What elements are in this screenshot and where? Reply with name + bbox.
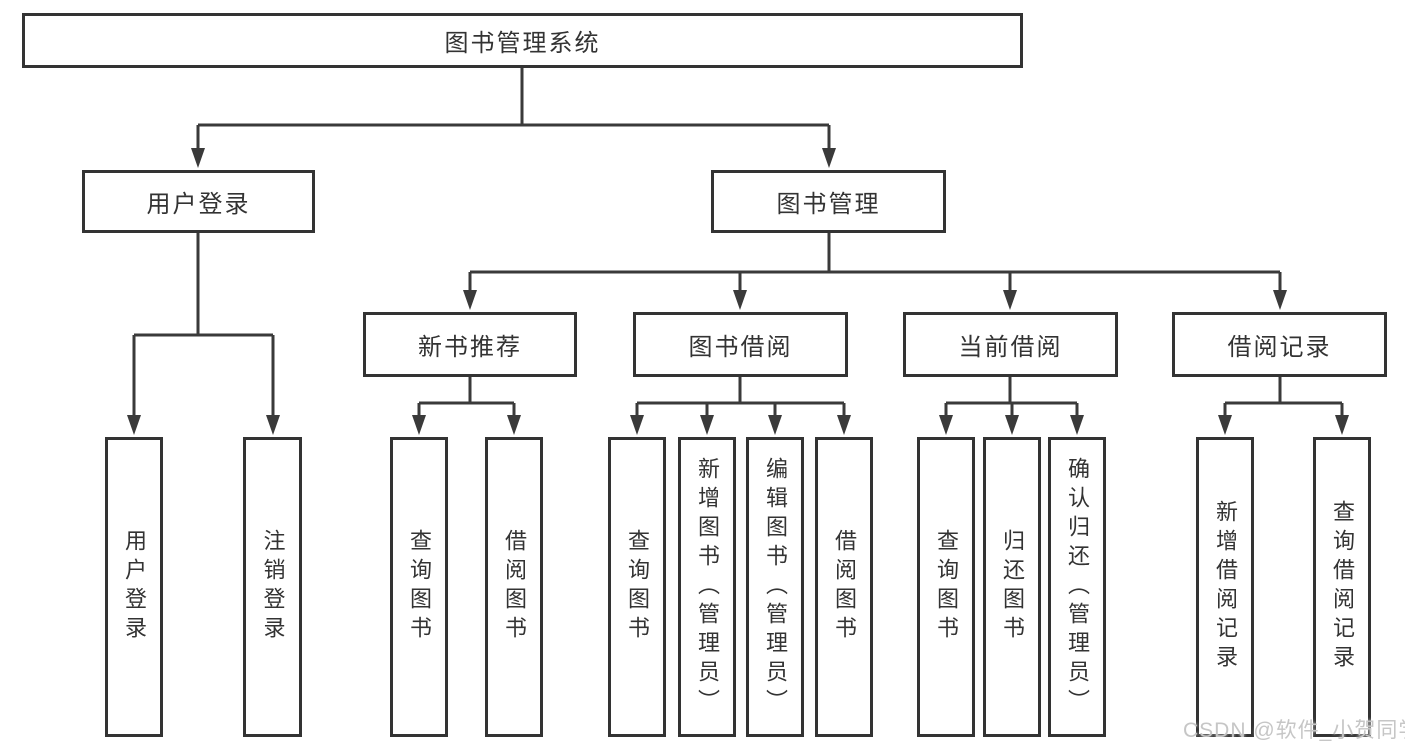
arrowhead-icon: [266, 415, 280, 435]
node-rec-query-books-label: 查询图书: [407, 529, 432, 645]
node-br-query-record: 查询借阅记录: [1313, 437, 1371, 737]
arrowhead-icon: [1273, 290, 1287, 310]
arrowhead-icon: [822, 148, 836, 168]
arrowhead-icon: [700, 415, 714, 435]
node-bb-query-books-label: 查询图书: [625, 529, 650, 645]
arrowhead-icon: [733, 290, 747, 310]
node-bb-query-books: 查询图书: [608, 437, 666, 737]
node-bb-edit-books: 编辑图书（管理员）: [746, 437, 804, 737]
node-cb-return-books-label: 归还图书: [1000, 529, 1025, 645]
arrowhead-icon: [1005, 415, 1019, 435]
arrowhead-icon: [1218, 415, 1232, 435]
node-user-login: 用户登录: [82, 170, 315, 233]
node-borrowing-records-label: 借阅记录: [1227, 334, 1332, 361]
node-bb-add-books: 新增图书（管理员）: [678, 437, 736, 737]
node-book-borrowing: 图书借阅: [633, 312, 848, 377]
connector-user-login: [132, 233, 275, 417]
node-bb-add-books-label: 新增图书（管理员）: [695, 456, 720, 718]
arrowhead-icon: [939, 415, 953, 435]
node-book-borrowing-label: 图书借阅: [688, 334, 793, 361]
node-borrowing-records: 借阅记录: [1172, 312, 1387, 377]
node-cb-confirm-return-label: 确认归还（管理员）: [1065, 456, 1090, 718]
node-cb-query-books: 查询图书: [917, 437, 975, 737]
node-rec-borrow-books: 借阅图书: [485, 437, 543, 737]
node-br-add-record: 新增借阅记录: [1196, 437, 1254, 737]
node-cb-confirm-return: 确认归还（管理员）: [1048, 437, 1106, 737]
arrowhead-icon: [507, 415, 521, 435]
node-root-label: 图书管理系统: [444, 30, 601, 57]
arrowhead-icon: [463, 290, 477, 310]
node-logout-action-label: 注销登录: [260, 529, 286, 645]
csdn-watermark: CSDN @软件_小贺同学: [1183, 719, 1405, 742]
connector-book-management: [468, 233, 1282, 292]
arrowhead-icon: [1003, 290, 1017, 310]
node-cb-return-books: 归还图书: [983, 437, 1041, 737]
arrowhead-icon: [127, 415, 141, 435]
node-user-login-action-label: 用户登录: [122, 529, 147, 645]
node-logout-action: 注销登录: [243, 437, 302, 737]
node-user-login-label: 用户登录: [146, 191, 251, 218]
node-bb-borrow-books-label: 借阅图书: [832, 529, 857, 645]
node-bb-edit-books-label: 编辑图书（管理员）: [763, 456, 788, 718]
connector-borrowing-records: [1223, 377, 1344, 417]
arrowhead-icon: [191, 148, 205, 168]
arrowheads: [127, 148, 1349, 435]
node-root: 图书管理系统: [22, 13, 1023, 68]
arrowhead-icon: [412, 415, 426, 435]
arrowhead-icon: [837, 415, 851, 435]
node-new-book-rec-label: 新书推荐: [418, 334, 522, 361]
node-cb-query-books-label: 查询图书: [934, 529, 959, 645]
node-bb-borrow-books: 借阅图书: [815, 437, 873, 737]
connector-book-borrowing: [635, 377, 846, 417]
node-rec-query-books: 查询图书: [390, 437, 448, 737]
arrowhead-icon: [768, 415, 782, 435]
node-br-query-record-label: 查询借阅记录: [1330, 500, 1355, 674]
arrowhead-icon: [1335, 415, 1349, 435]
arrowhead-icon: [1070, 415, 1084, 435]
node-current-borrowing: 当前借阅: [903, 312, 1118, 377]
arrowhead-icon: [630, 415, 644, 435]
node-current-borrowing-label: 当前借阅: [958, 334, 1063, 361]
connector-new-book-rec: [417, 377, 516, 417]
connector-root: [196, 68, 831, 150]
node-new-book-rec: 新书推荐: [363, 312, 577, 377]
node-book-management: 图书管理: [711, 170, 946, 233]
node-book-management-label: 图书管理: [776, 191, 881, 218]
node-user-login-action: 用户登录: [105, 437, 163, 737]
node-br-add-record-label: 新增借阅记录: [1213, 500, 1238, 674]
node-rec-borrow-books-label: 借阅图书: [502, 529, 527, 645]
connector-current-borrowing: [944, 377, 1079, 417]
